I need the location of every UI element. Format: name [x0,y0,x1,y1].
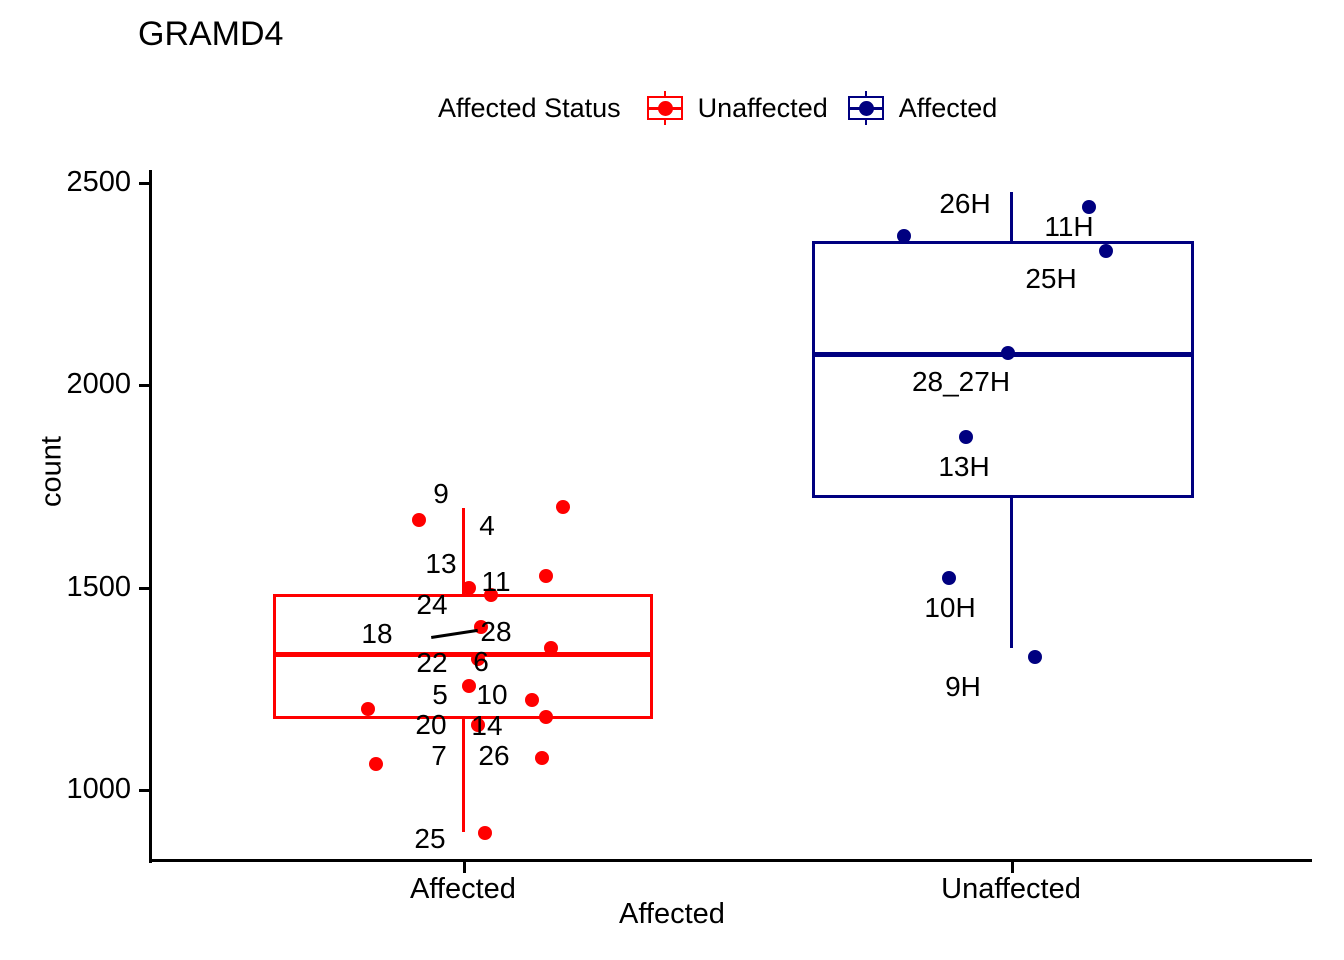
boxplot-unaffected-box[interactable] [812,241,1194,498]
point-label: 6 [473,646,489,677]
y-tick-label: 1500 [66,571,131,603]
legend-item-affected[interactable]: Affected [844,91,998,125]
affected-point[interactable] [539,710,553,724]
affected-point[interactable] [544,641,558,655]
point-label: 25 [414,823,446,854]
legend-label-unaffected: Unaffected [697,92,828,123]
boxplot-affected-whisker-lower [462,719,465,832]
point-label: 7 [431,740,447,771]
unaffected-point[interactable] [1001,346,1015,360]
affected-point[interactable] [412,513,426,527]
boxplot-affected-whisker-upper [462,508,465,594]
page-title: GRAMD4 [138,15,284,53]
x-tick-mark [463,862,466,873]
point-label: 11 [481,566,511,597]
y-tick-label: 2500 [66,166,131,198]
point-label: 9 [433,478,449,509]
point-label: 10H [924,592,976,623]
y-tick-label: 2000 [66,368,131,400]
point-label: 10 [476,679,508,710]
unaffected-point[interactable] [1099,244,1113,258]
y-tick-label: 1000 [66,773,131,805]
legend: Affected Status Unaffected Affected [438,88,997,128]
y-tick-mark [139,587,151,590]
unaffected-point[interactable] [897,229,911,243]
point-label: 18 [361,618,393,649]
x-tick-mark [1011,862,1014,873]
boxplot-key-icon-affected [844,91,888,125]
point-label: 14 [471,710,503,741]
point-label: 28 [480,616,512,647]
point-label: 22 [416,647,448,678]
point-label: 13H [938,451,990,482]
affected-point[interactable] [478,826,492,840]
y-tick-mark [139,789,151,792]
unaffected-point[interactable] [1028,650,1042,664]
point-label: 13 [425,548,457,579]
unaffected-point[interactable] [942,571,956,585]
boxplot-affected-median-line [273,652,653,657]
x-axis-line [149,859,1312,862]
y-axis-line [149,170,152,863]
unaffected-point[interactable] [959,430,973,444]
legend-item-unaffected[interactable]: Unaffected [643,91,828,125]
point-label: 11H [1044,211,1094,242]
affected-point[interactable] [471,718,485,732]
legend-label-affected: Affected [898,92,998,123]
affected-point[interactable] [539,569,553,583]
affected-point[interactable] [535,751,549,765]
point-label: 4 [479,510,495,541]
affected-point[interactable] [525,693,539,707]
point-label: 9H [945,671,981,702]
point-label: 26 [478,740,510,771]
x-tick-label: Unaffected [941,873,1081,905]
x-tick-label: Affected [410,873,516,905]
affected-point[interactable] [462,679,476,693]
boxplot-unaffected-whisker-lower [1010,498,1013,648]
affected-point[interactable] [471,652,485,666]
y-tick-mark [139,384,151,387]
affected-point[interactable] [361,702,375,716]
boxplot-unaffected-whisker-upper [1010,192,1013,241]
affected-point[interactable] [556,500,570,514]
unaffected-point[interactable] [1082,200,1096,214]
affected-point[interactable] [484,588,498,602]
point-label: 25H [1025,263,1077,294]
point-label: 26H [939,188,991,219]
point-label: 20 [415,709,447,740]
boxplot-key-icon-unaffected [643,91,687,125]
point-label: 28_27H [911,366,1011,397]
affected-point[interactable] [369,757,383,771]
legend-title: Affected Status [438,92,621,123]
affected-point[interactable] [462,581,476,595]
y-axis-title: count [35,436,68,507]
affected-point[interactable] [474,620,488,634]
x-axis-title: Affected [619,898,725,930]
point-label: 5 [432,679,448,710]
point-label: 24 [416,589,448,620]
y-tick-mark [139,182,151,185]
